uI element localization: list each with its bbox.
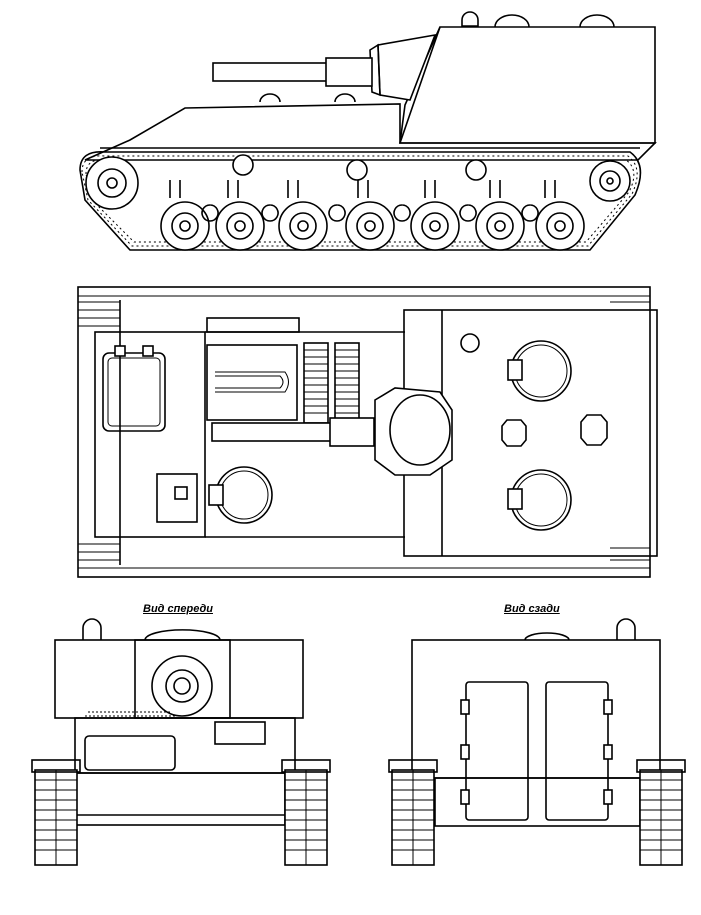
commander-cupola [461, 11, 479, 27]
idler-wheel [589, 160, 631, 202]
road-wheels [160, 201, 585, 251]
rear-view [388, 618, 686, 866]
radiator-grille [206, 344, 298, 421]
hull-top-outline [77, 286, 651, 578]
rear-door-right [545, 681, 609, 821]
lower-glacis [74, 772, 286, 826]
engine-deck [94, 331, 206, 538]
track [79, 151, 642, 251]
fighting-compartment [398, 26, 656, 144]
drive-sprocket [85, 156, 139, 210]
cupola-rear [616, 618, 636, 640]
ventilator-cover [580, 414, 608, 446]
rear-view-label: Вид сзади [504, 603, 560, 615]
engine-access-hatch [102, 352, 166, 432]
gun-mantlet-top [374, 387, 453, 476]
fuel-filler-panel [156, 473, 198, 523]
cooling-louvres [303, 342, 360, 424]
ventilator-cover [501, 419, 527, 447]
gun-collar [325, 57, 373, 87]
top-view [77, 286, 658, 578]
gun-barrel-top [211, 422, 333, 442]
headlight-box [214, 721, 266, 745]
periscope-port [460, 333, 480, 353]
hull-side [84, 103, 657, 161]
driver-hatch [215, 466, 273, 524]
front-view [31, 618, 331, 866]
gun-mantlet-front [151, 655, 213, 717]
front-view-label: Вид спереди [143, 603, 213, 615]
rear-superstructure [411, 639, 661, 779]
return-roller [232, 154, 254, 176]
rear-door-left [465, 681, 529, 821]
return-roller [346, 159, 368, 181]
gun-barrel [212, 62, 334, 82]
return-roller [465, 159, 487, 181]
front-hatch [84, 735, 176, 771]
side-view [79, 11, 657, 251]
cupola-front [82, 618, 102, 640]
